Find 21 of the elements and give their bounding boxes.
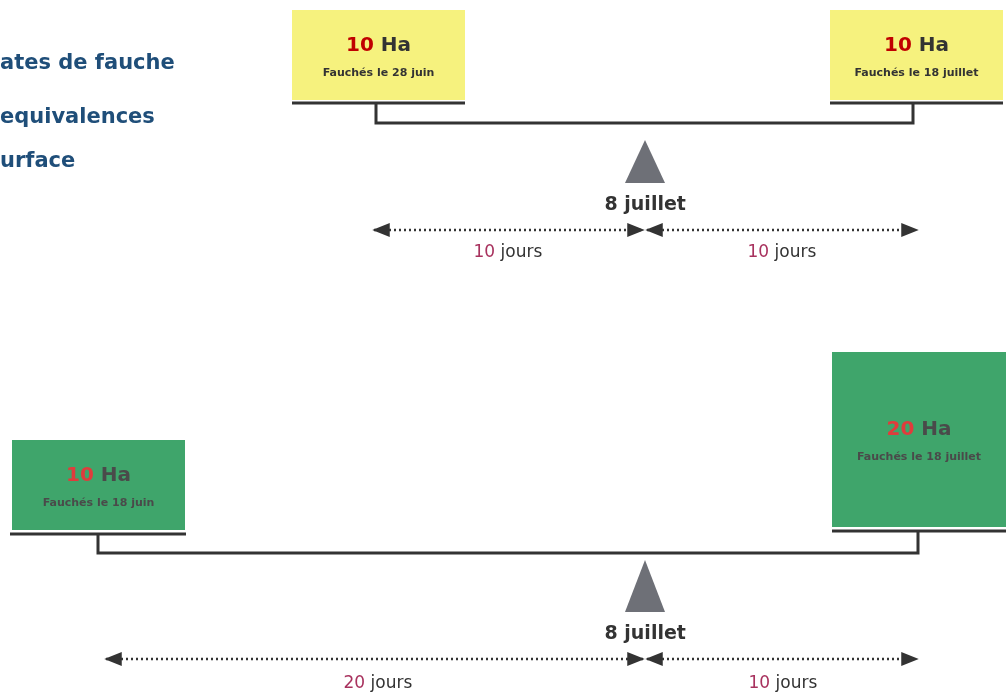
duration-label: 10 jours: [748, 672, 818, 692]
duration-label: 20 jours: [343, 672, 413, 692]
area-value: 10 Ha: [345, 31, 411, 56]
area-box: [292, 10, 465, 100]
duration-label: 10 jours: [747, 241, 817, 261]
area-box: [832, 352, 1006, 527]
heading-text: urface: [0, 148, 76, 172]
area-box: [830, 10, 1003, 100]
area-value: 20 Ha: [886, 416, 952, 440]
area-box: [12, 440, 185, 530]
mowing-date: Fauchés le 18 juin: [42, 495, 155, 509]
mowing-date: Fauchés le 18 juillet: [854, 65, 979, 79]
duration-label: 10 jours: [473, 241, 543, 261]
area-value: 10 Ha: [883, 31, 949, 56]
mowing-date: Fauchés le 18 juillet: [856, 450, 982, 463]
area-value: 10 Ha: [65, 461, 131, 486]
heading-text: equivalences: [0, 104, 155, 128]
pivot-date: 8 juillet: [604, 621, 686, 643]
mowing-date: Fauchés le 28 juin: [322, 65, 435, 79]
heading-text: ates de fauche: [0, 50, 175, 74]
pivot-date: 8 juillet: [604, 192, 686, 214]
